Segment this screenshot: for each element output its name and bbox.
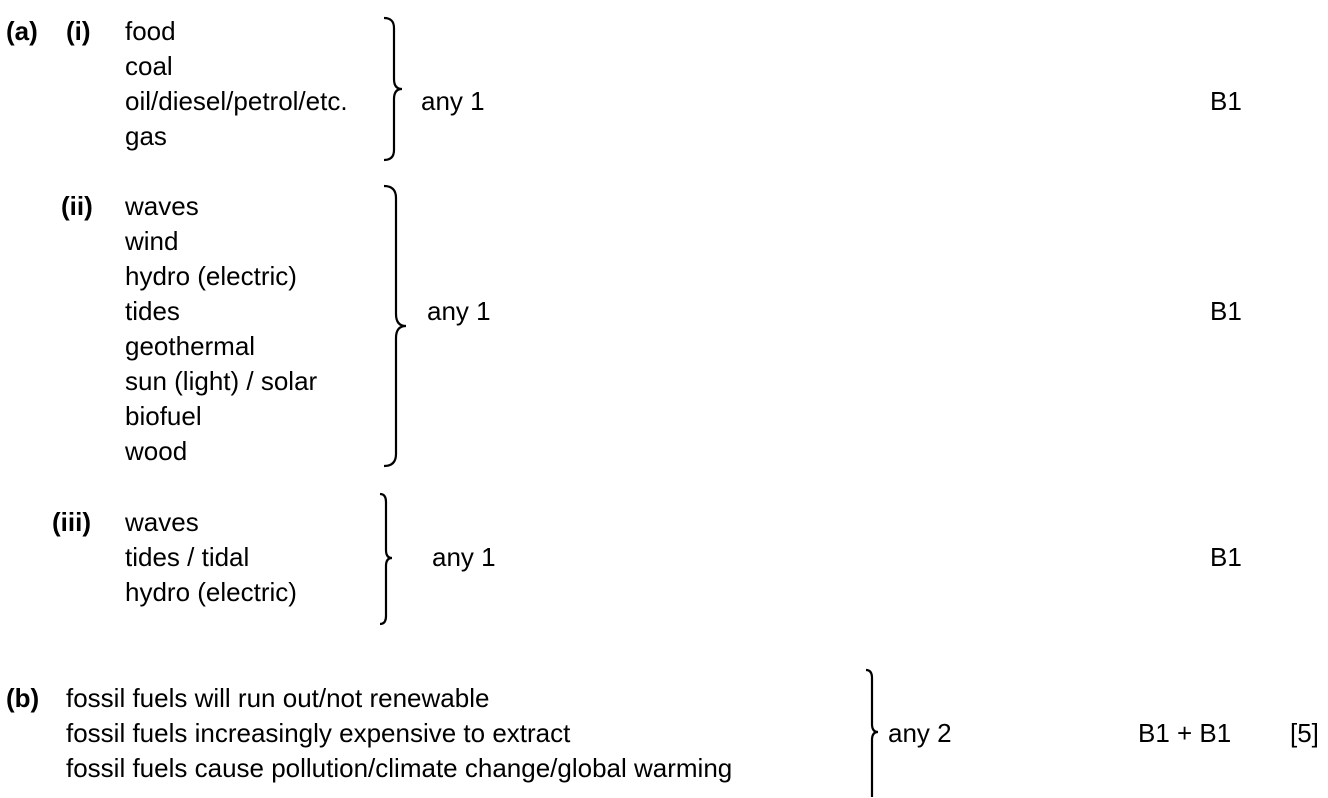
list-item: biofuel [125, 401, 202, 431]
list-item: waves [125, 507, 199, 537]
part-b-condition: any 2 [888, 718, 952, 748]
list-item: hydro (electric) [125, 577, 297, 607]
list-item: wind [125, 226, 179, 256]
part-a-ii-brace [383, 184, 407, 468]
part-a-ii-label: (ii) [61, 191, 93, 221]
list-item: fossil fuels cause pollution/climate cha… [66, 753, 733, 783]
list-item: geothermal [125, 331, 256, 361]
part-a-i-brace [383, 16, 403, 162]
list-item: tides [125, 296, 180, 326]
total-marks: [5] [1290, 718, 1319, 748]
list-item: wood [125, 436, 188, 466]
part-a-iii-answer-list: waves tides / tidal hydro (electric) [125, 505, 297, 610]
part-b-brace [865, 668, 879, 797]
part-a-iii-brace [379, 492, 393, 626]
part-a-ii-answer-list: waves wind hydro (electric) tides geothe… [125, 189, 317, 469]
part-a-ii-mark: B1 [1210, 296, 1242, 326]
list-item: oil/diesel/petrol/etc. [125, 86, 348, 116]
part-a-i-label: (i) [66, 16, 91, 46]
part-b-answer-list: fossil fuels will run out/not renewable … [66, 681, 732, 786]
list-item: coal [125, 51, 173, 81]
list-item: waves [125, 191, 199, 221]
list-item: fossil fuels will run out/not renewable [66, 683, 490, 713]
list-item: hydro (electric) [125, 261, 297, 291]
part-a-label: (a) [6, 16, 38, 46]
list-item: sun (light) / solar [125, 366, 318, 396]
part-b-mark: B1 + B1 [1138, 718, 1232, 748]
part-a-i-answer-list: food coal oil/diesel/petrol/etc. gas [125, 14, 348, 154]
part-a-iii-mark: B1 [1210, 542, 1242, 572]
part-a-iii-label: (iii) [52, 507, 91, 537]
part-a-ii-condition: any 1 [427, 296, 491, 326]
part-a-i-condition: any 1 [421, 86, 485, 116]
list-item: food [125, 16, 176, 46]
list-item: tides / tidal [125, 542, 250, 572]
part-a-iii-condition: any 1 [432, 542, 496, 572]
list-item: gas [125, 121, 167, 151]
part-a-i-mark: B1 [1210, 86, 1242, 116]
list-item: fossil fuels increasingly expensive to e… [66, 718, 571, 748]
part-b-label: (b) [6, 683, 40, 713]
